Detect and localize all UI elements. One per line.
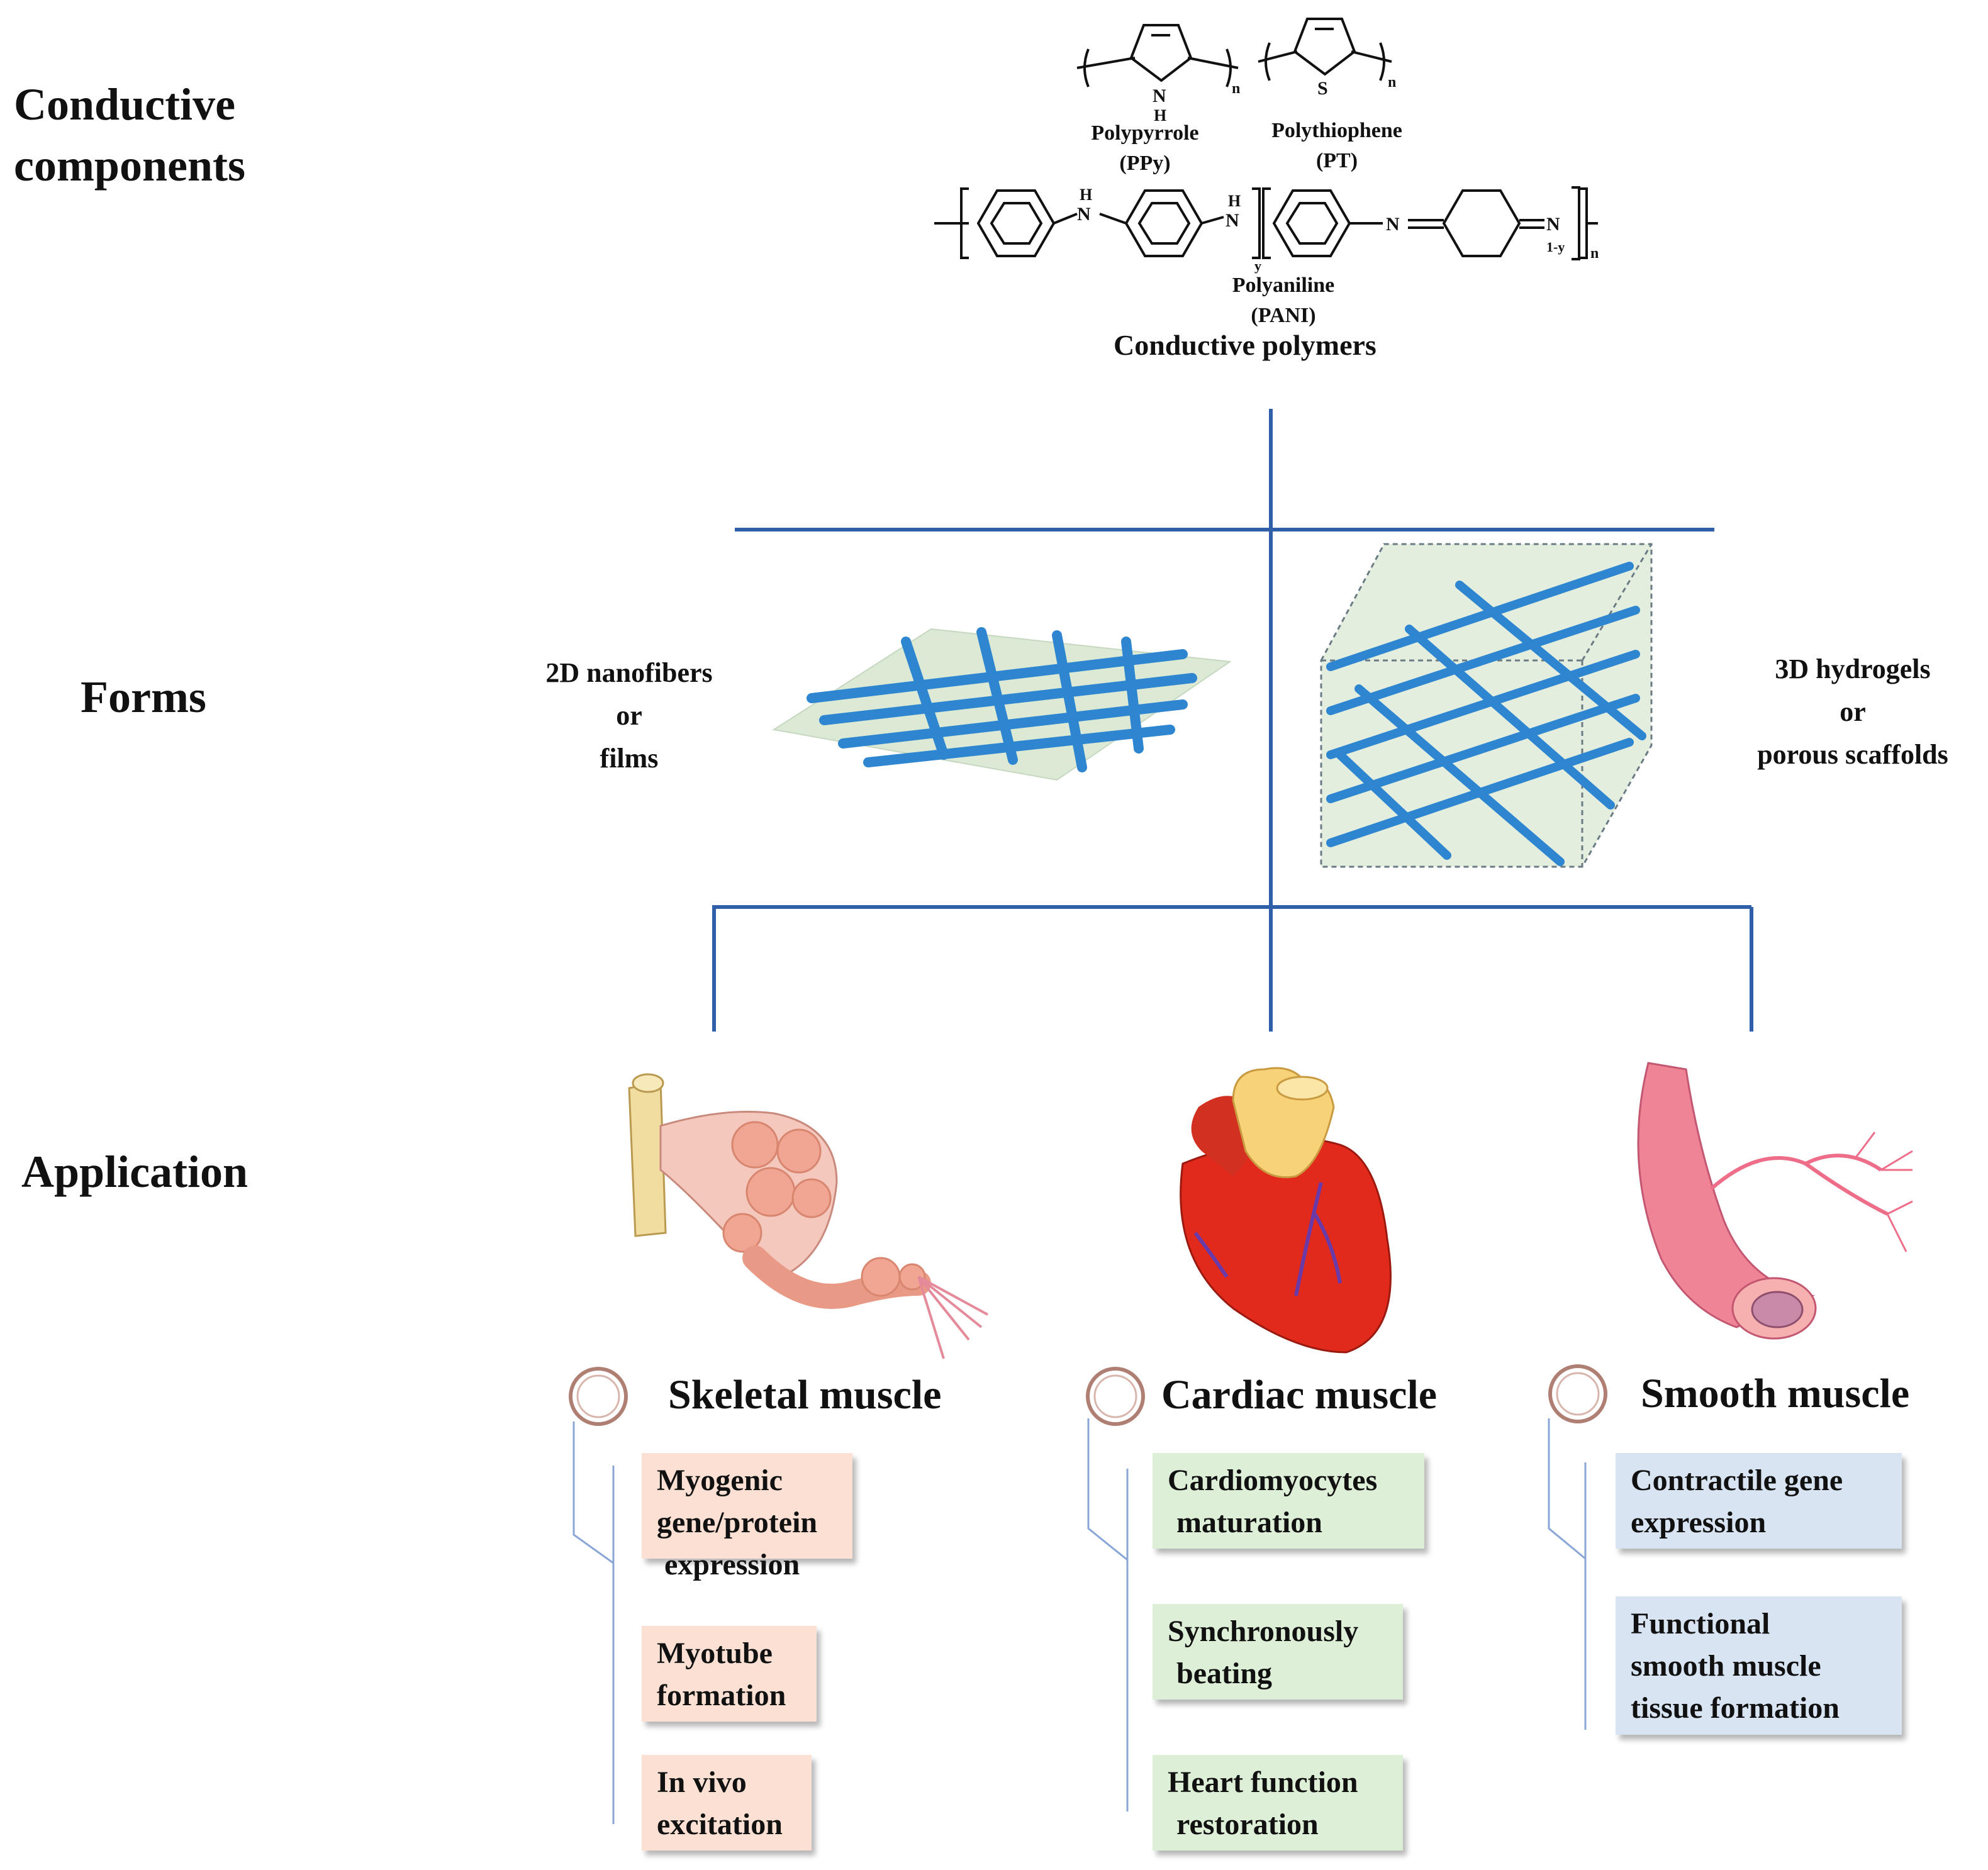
- row-label-conductive-components: Conductive components: [14, 74, 245, 196]
- smooth-item-2-line1: Functional: [1631, 1607, 1770, 1640]
- cardiac-item-2-line2: beating: [1176, 1657, 1273, 1691]
- skeletal-item-1-line1: Myogenic: [657, 1464, 783, 1497]
- subscript-n-pt: n: [1388, 74, 1396, 91]
- cardiac-item-1-line1: Cardiomyocytes: [1168, 1464, 1378, 1497]
- label-conductive-polymers: Conductive polymers: [1114, 329, 1377, 361]
- cardiac-item-1-line2: maturation: [1176, 1506, 1322, 1540]
- atom-n-pani-4: N: [1546, 214, 1560, 235]
- row-label-conductive-line2: components: [14, 140, 246, 191]
- label-3d-forms: 3D hydrogels or porous scaffolds: [1717, 648, 1988, 777]
- title-smooth-muscle: Smooth muscle: [1641, 1371, 1910, 1416]
- atom-s-pt: S: [1317, 78, 1328, 99]
- subscript-1-y: 1-y: [1546, 239, 1565, 255]
- cardiac-item-cardiomyocytes-maturation: Cardiomyocytes maturation: [1153, 1453, 1424, 1549]
- label-2d-forms: 2D nanofibers or films: [516, 652, 742, 781]
- smooth-item-contractile-gene-expression: Contractile gene expression: [1616, 1453, 1902, 1549]
- cardiac-item-synchronously-beating: Synchronously beating: [1153, 1604, 1403, 1700]
- smooth-item-2-line2: smooth muscle: [1631, 1649, 1821, 1683]
- label-polyaniline: Polyaniline (PANI): [1202, 270, 1365, 330]
- pyrrole-ring-icon: [1076, 24, 1239, 87]
- skeletal-item-3-line2: excitation: [657, 1808, 783, 1842]
- polypyrrole-name: Polypyrrole: [1091, 121, 1199, 145]
- subscript-y: y: [1254, 258, 1261, 274]
- atom-n-ppy: N: [1153, 86, 1166, 106]
- atom-h-ppy: H: [1154, 106, 1166, 125]
- polypyrrole-abbr: (PPy): [1119, 151, 1171, 175]
- smooth-item-1-line2: expression: [1631, 1506, 1767, 1540]
- polyaniline-abbr: (PANI): [1251, 303, 1316, 327]
- atom-n-pani-1: N: [1077, 204, 1091, 225]
- skeletal-item-myotube-formation: Myotube formation: [642, 1626, 817, 1722]
- cardiac-item-3-line1: Heart function: [1168, 1766, 1358, 1799]
- atom-n-pani-3: N: [1386, 214, 1400, 235]
- label-2d-line2: or: [616, 700, 642, 732]
- ring-bullet-icon: [1548, 1364, 1607, 1423]
- atom-h-pani-1: H: [1080, 186, 1092, 204]
- title-skeletal-muscle: Skeletal muscle: [668, 1372, 942, 1418]
- label-2d-line1: 2D nanofibers: [545, 657, 713, 688]
- label-polythiophene: Polythiophene (PT): [1252, 116, 1422, 175]
- cardiac-item-heart-function-restoration: Heart function restoration: [1153, 1755, 1403, 1851]
- cardiac-item-3-line2: restoration: [1176, 1808, 1319, 1842]
- polyaniline-name: Polyaniline: [1232, 274, 1335, 297]
- smooth-item-2-line3: tissue formation: [1631, 1691, 1840, 1725]
- label-2d-line3: films: [600, 743, 659, 774]
- row-label-conductive-line1: Conductive: [14, 79, 236, 130]
- label-3d-line3: porous scaffolds: [1757, 739, 1948, 771]
- label-polypyrrole: Polypyrrole (PPy): [1069, 118, 1220, 178]
- subscript-n-ppy: n: [1232, 81, 1240, 97]
- skeletal-item-1-line3: expression: [664, 1548, 800, 1582]
- smooth-item-functional-tissue-formation: Functional smooth muscle tissue formatio…: [1616, 1596, 1902, 1735]
- ring-bullet-icon: [1086, 1367, 1145, 1426]
- row-label-application: Application: [21, 1147, 248, 1197]
- subscript-n-pani: n: [1590, 245, 1599, 262]
- skeletal-item-myogenic-expression: Myogenic gene/protein expression: [642, 1453, 852, 1581]
- smooth-item-1-line1: Contractile gene: [1631, 1464, 1843, 1497]
- benzene-ring-icon: [934, 186, 1598, 260]
- skeletal-item-2-line1: Myotube: [657, 1637, 773, 1670]
- skeletal-item-3-line1: In vivo: [657, 1766, 747, 1799]
- label-3d-line1: 3D hydrogels: [1775, 654, 1931, 684]
- polythiophene-abbr: (PT): [1315, 148, 1358, 172]
- ring-bullet-icon: [569, 1367, 628, 1426]
- atom-h-pani-2: H: [1228, 192, 1241, 210]
- polythiophene-name: Polythiophene: [1271, 119, 1402, 142]
- cardiac-item-2-line1: Synchronously: [1168, 1615, 1359, 1648]
- skeletal-item-1-line2: gene/protein: [657, 1506, 818, 1540]
- title-cardiac-muscle: Cardiac muscle: [1161, 1372, 1438, 1418]
- skeletal-item-in-vivo-excitation: In vivo excitation: [642, 1755, 812, 1851]
- thiophene-ring-icon: [1258, 18, 1392, 81]
- atom-n-pani-2: N: [1226, 210, 1239, 231]
- row-label-forms: Forms: [81, 672, 206, 722]
- skeletal-item-2-line2: formation: [657, 1679, 786, 1713]
- label-3d-line2: or: [1840, 696, 1866, 728]
